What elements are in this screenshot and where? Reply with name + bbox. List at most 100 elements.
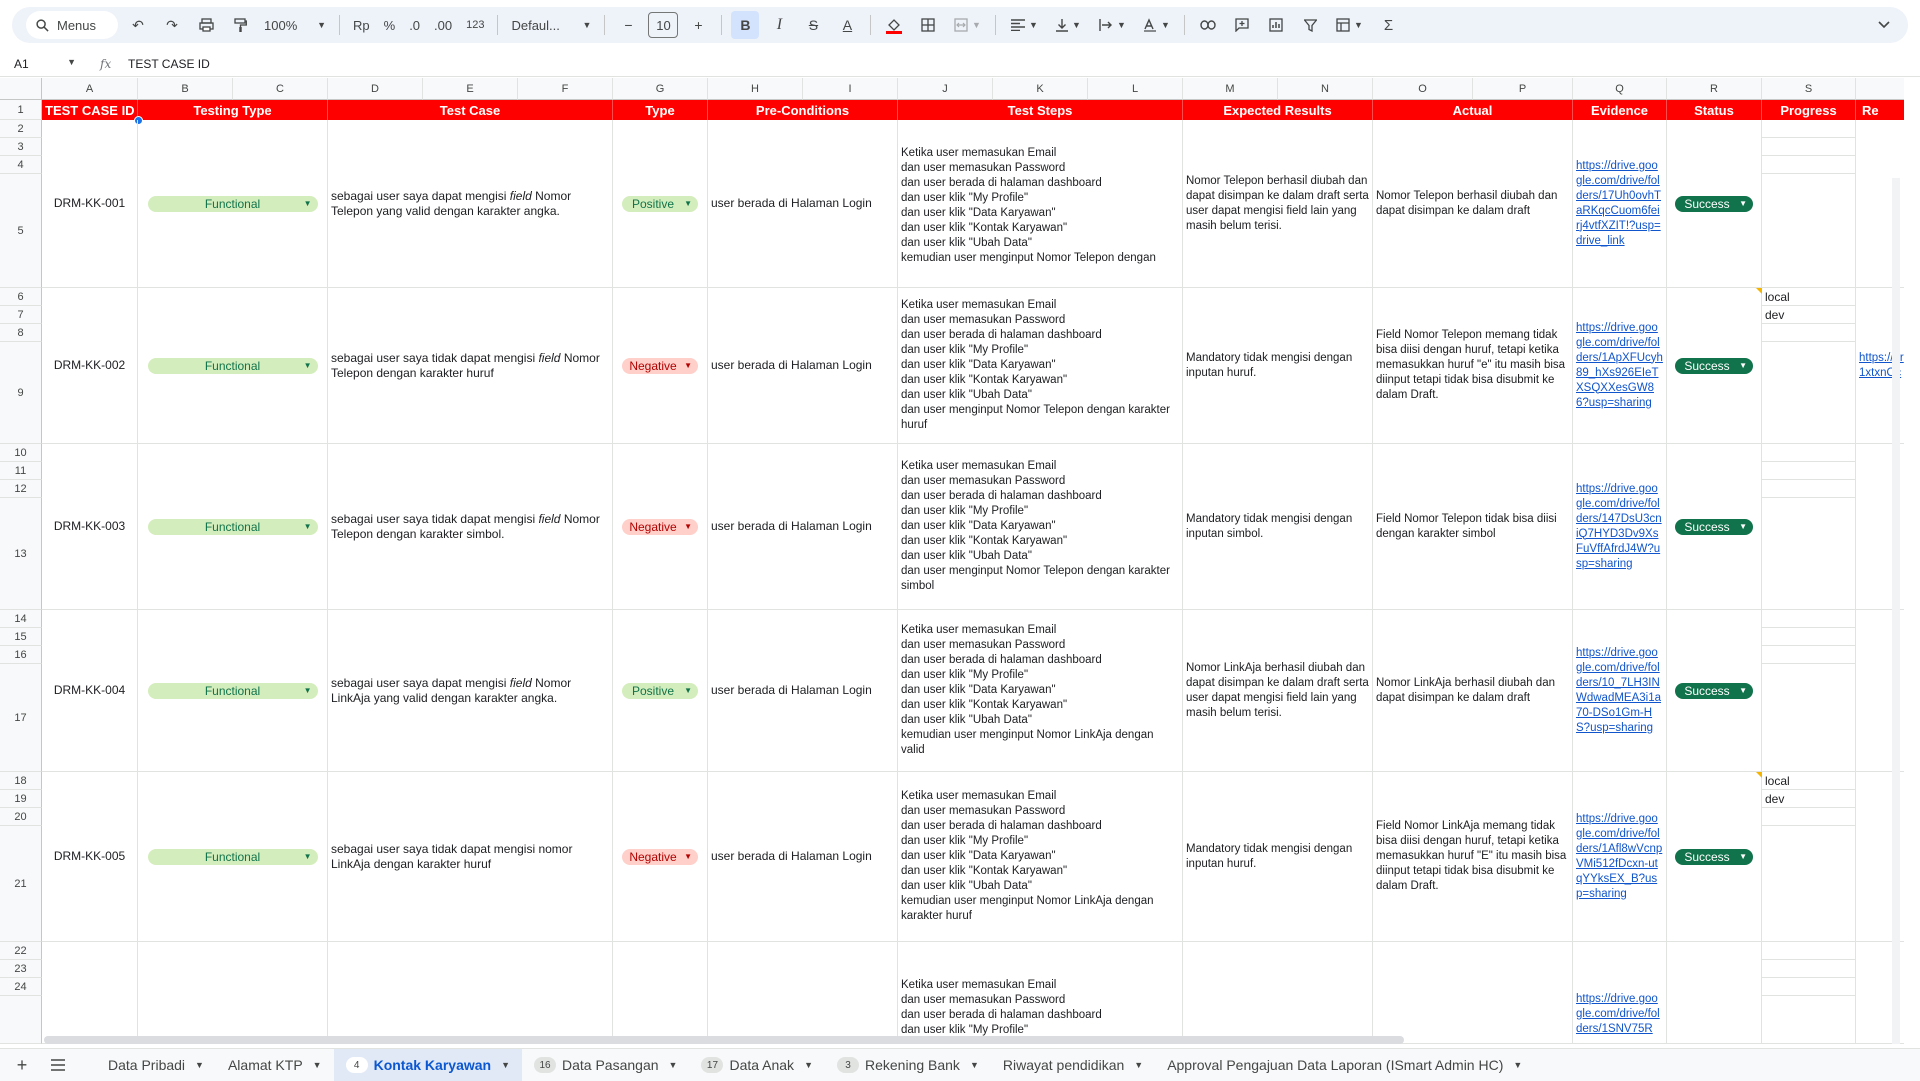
progress-dev[interactable]: dev: [1762, 790, 1856, 808]
status-chip[interactable]: Success▼: [1675, 195, 1753, 212]
progress-cell[interactable]: [1762, 628, 1856, 646]
cell-testing-type[interactable]: Functional▼: [138, 444, 328, 610]
zoom-select[interactable]: 100%▼: [260, 11, 330, 39]
text-wrapping-icon[interactable]: ▼: [1093, 11, 1131, 39]
name-box[interactable]: A1 ▼: [0, 57, 76, 71]
column-header-b[interactable]: B: [138, 78, 233, 100]
column-header-s[interactable]: S: [1762, 78, 1856, 100]
cell-actual[interactable]: [1373, 942, 1573, 1044]
number-format-button[interactable]: 123: [466, 19, 485, 31]
menu-search-button[interactable]: Menus: [26, 11, 118, 39]
header-progress[interactable]: Progress: [1762, 100, 1856, 120]
header-testing-type[interactable]: Testing Type: [138, 100, 328, 120]
progress-cell[interactable]: [1762, 826, 1856, 942]
cell-actual[interactable]: Nomor Telepon berhasil diubah dan dapat …: [1373, 120, 1573, 288]
filter-icon[interactable]: [1296, 11, 1324, 39]
paint-format-icon[interactable]: [226, 11, 254, 39]
cell-test-case[interactable]: sebagai user saya tidak dapat mengisi fi…: [328, 444, 613, 610]
cell-type[interactable]: Negative▼: [613, 772, 708, 942]
row-header[interactable]: 6: [0, 288, 42, 306]
cell-test-case[interactable]: sebagai user saya tidak dapat mengisi fi…: [328, 288, 613, 444]
cell-status[interactable]: Success▼: [1667, 288, 1762, 444]
font-size-decrease-button[interactable]: −: [624, 17, 633, 33]
row-header[interactable]: 1: [0, 100, 42, 120]
progress-cell[interactable]: [1762, 978, 1856, 996]
progress-cell[interactable]: [1762, 120, 1856, 138]
cell-pre-conditions[interactable]: user berada di Halaman Login: [708, 610, 898, 772]
progress-cell[interactable]: [1762, 808, 1856, 826]
progress-cell[interactable]: [1762, 480, 1856, 498]
type-chip[interactable]: Positive▼: [622, 682, 698, 699]
progress-cell[interactable]: [1762, 462, 1856, 480]
column-header-m[interactable]: M: [1183, 78, 1278, 100]
cell-evidence[interactable]: [1573, 942, 1667, 1044]
cell-expected[interactable]: Nomor LinkAja berhasil diubah dan dapat …: [1183, 610, 1373, 772]
row-header[interactable]: 7: [0, 306, 42, 324]
cell-actual[interactable]: Field Nomor LinkAja memang tidak bisa di…: [1373, 772, 1573, 942]
cell-evidence[interactable]: https://drive.google.com/drive/folders/1…: [1573, 288, 1667, 444]
column-header-t[interactable]: [1856, 78, 1904, 100]
cell-test-case-id[interactable]: DRM-KK-001: [42, 120, 138, 288]
cell-test-case[interactable]: sebagai user saya dapat mengisi field No…: [328, 120, 613, 288]
cell-test-case[interactable]: sebagai user saya dapat mengisi field No…: [328, 610, 613, 772]
italic-button[interactable]: I: [776, 16, 783, 33]
cell-test-case-id[interactable]: DRM-KK-004: [42, 610, 138, 772]
column-header-c[interactable]: C: [233, 78, 328, 100]
row-header[interactable]: 24: [0, 978, 42, 996]
cell-expected[interactable]: Mandatory tidak mengisi dengan inputan h…: [1183, 288, 1373, 444]
cell-actual[interactable]: Field Nomor Telepon memang tidak bisa di…: [1373, 288, 1573, 444]
sheet-tab-alamat-ktp[interactable]: Alamat KTP▼: [216, 1049, 334, 1081]
cell-pre-conditions[interactable]: user berada di Halaman Login: [708, 772, 898, 942]
font-size-increase-button[interactable]: +: [694, 17, 703, 33]
progress-local[interactable]: local: [1762, 772, 1856, 790]
column-header-f[interactable]: F: [518, 78, 613, 100]
comment-indicator-icon[interactable]: [1756, 288, 1762, 294]
testing-type-chip[interactable]: Functional▼: [147, 848, 318, 865]
bold-button[interactable]: B: [731, 11, 760, 39]
cell-evidence[interactable]: https://drive.google.com/drive/folders/1…: [1573, 772, 1667, 942]
functions-icon[interactable]: Σ: [1383, 16, 1394, 34]
testing-type-chip[interactable]: Functional▼: [147, 682, 318, 699]
cell-testing-type[interactable]: Functional▼: [138, 120, 328, 288]
progress-local[interactable]: local: [1762, 288, 1856, 306]
cell-actual[interactable]: Nomor LinkAja berhasil diubah dan dapat …: [1373, 610, 1573, 772]
row-header[interactable]: 12: [0, 480, 42, 498]
row-header[interactable]: 8: [0, 324, 42, 342]
row-header[interactable]: [0, 996, 42, 1044]
fill-color-icon[interactable]: [880, 11, 908, 39]
selection-handle[interactable]: [134, 116, 143, 125]
cell-pre-conditions[interactable]: user berada di Halaman Login: [708, 288, 898, 444]
row-header[interactable]: 2: [0, 120, 42, 138]
insert-chart-icon[interactable]: [1262, 11, 1290, 39]
row-header[interactable]: 17: [0, 664, 42, 772]
progress-cell[interactable]: [1762, 444, 1856, 462]
progress-cell[interactable]: [1762, 942, 1856, 960]
testing-type-chip[interactable]: Functional▼: [147, 195, 318, 212]
sheet-tab-data-pribadi[interactable]: Data Pribadi▼: [96, 1049, 216, 1081]
cell-test-steps[interactable]: [898, 942, 1183, 1044]
row-header[interactable]: 16: [0, 646, 42, 664]
column-header-n[interactable]: N: [1278, 78, 1373, 100]
row-header[interactable]: 11: [0, 462, 42, 480]
cell-test-case[interactable]: [328, 942, 613, 1044]
cell-testing-type[interactable]: Functional▼: [138, 288, 328, 444]
cell-cut[interactable]: [1856, 610, 1904, 772]
header-evidence[interactable]: Evidence: [1573, 100, 1667, 120]
header-test-case-id[interactable]: TEST CASE ID: [42, 100, 138, 120]
text-color-button[interactable]: A: [842, 17, 853, 33]
column-header-i[interactable]: I: [803, 78, 898, 100]
column-header-p[interactable]: P: [1473, 78, 1573, 100]
horizontal-scrollbar[interactable]: [44, 1036, 1404, 1044]
evidence-link[interactable]: https://drive.google.com/drive/folders/1…: [1576, 482, 1662, 570]
row-header[interactable]: 14: [0, 610, 42, 628]
cell-expected[interactable]: Mandatory tidak mengisi dengan inputan h…: [1183, 772, 1373, 942]
status-chip[interactable]: Success▼: [1675, 682, 1753, 699]
cell-test-case[interactable]: sebagai user saya tidak dapat mengisi no…: [328, 772, 613, 942]
row-header[interactable]: 5: [0, 174, 42, 288]
